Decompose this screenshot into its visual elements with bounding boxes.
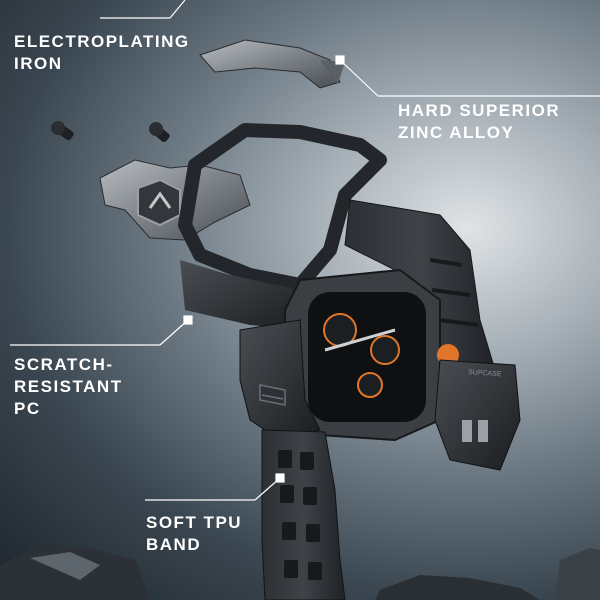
callout-line: RESISTANT <box>14 377 123 396</box>
callout-scratch-resistant: SCRATCH- RESISTANT PC <box>14 354 123 420</box>
bumper-frame <box>178 123 387 330</box>
callout-tpu-band: SOFT TPU BAND <box>146 512 242 556</box>
watch-body <box>284 268 459 442</box>
callout-electroplating-iron: ELECTROPLATING IRON <box>14 31 190 75</box>
electroplating-iron-piece <box>99 159 251 241</box>
callout-line: IRON <box>14 54 63 73</box>
band-lower <box>261 429 346 600</box>
zinc-alloy-top-plate <box>199 39 345 89</box>
rocks <box>0 545 600 600</box>
front-case <box>239 319 521 471</box>
callout-zinc-alloy: HARD SUPERIOR ZINC ALLOY <box>398 100 560 144</box>
callout-line: PC <box>14 399 41 418</box>
callout-line: SOFT TPU <box>146 513 243 532</box>
case-brand-mark: SUPCASE <box>468 369 502 378</box>
callout-line: HARD SUPERIOR <box>398 101 561 120</box>
callout-line: ZINC ALLOY <box>398 123 515 142</box>
leader-lines <box>10 0 600 501</box>
callout-line: ELECTROPLATING <box>14 32 190 51</box>
screw-right <box>149 122 170 143</box>
screw-left <box>51 121 74 141</box>
callout-line: SCRATCH- <box>14 355 114 374</box>
callout-line: BAND <box>146 535 202 554</box>
